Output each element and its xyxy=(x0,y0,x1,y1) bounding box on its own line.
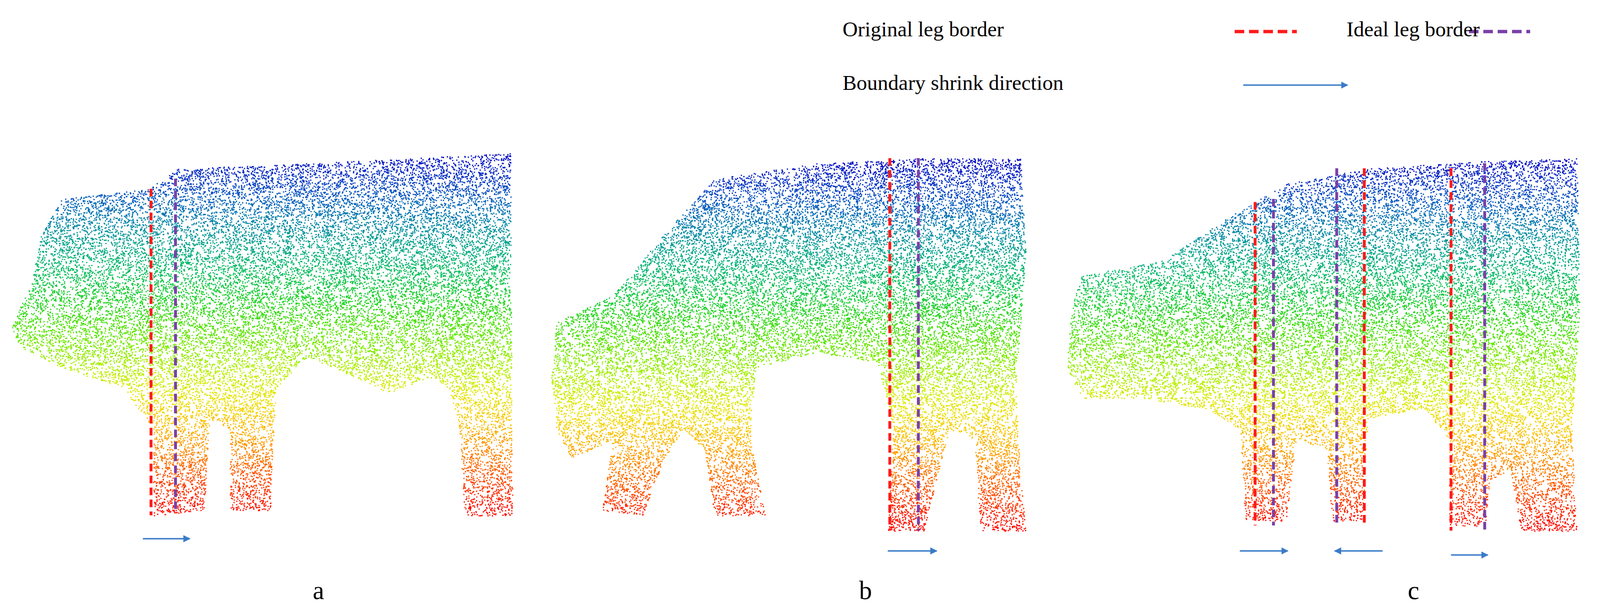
point-band xyxy=(1244,469,1575,493)
point-band xyxy=(606,477,1023,500)
point-band xyxy=(153,486,514,509)
point-band xyxy=(32,350,513,373)
point-band xyxy=(153,501,514,517)
point-band xyxy=(1067,360,1576,384)
point-band xyxy=(1241,438,1573,461)
point-band xyxy=(1240,430,1573,453)
cow-cloud xyxy=(1067,158,1581,532)
point-band xyxy=(35,266,511,289)
point-band xyxy=(1244,477,1574,501)
shrink-arrow xyxy=(142,537,190,540)
shrink-arrow xyxy=(1334,550,1383,552)
point-band xyxy=(1079,383,1575,407)
point-band xyxy=(1244,500,1576,523)
point-band xyxy=(602,493,1025,515)
point-band xyxy=(1172,236,1580,260)
point-band xyxy=(153,471,513,493)
shrink-arrow xyxy=(1450,554,1488,556)
point-band xyxy=(153,448,513,471)
point-band xyxy=(109,380,512,402)
leg-border-line xyxy=(174,178,177,513)
shrink-arrow xyxy=(887,550,937,552)
legend-text: Original leg border xyxy=(842,18,1004,42)
point-band xyxy=(154,493,514,516)
point-band xyxy=(1107,252,1580,275)
point-band xyxy=(617,508,1024,531)
leg-borders xyxy=(151,158,1485,531)
point-band xyxy=(1241,453,1574,477)
point-band xyxy=(153,426,513,449)
leg-border-line xyxy=(888,158,892,531)
point-band xyxy=(664,213,1025,237)
leg-border-line xyxy=(917,158,921,531)
point-band xyxy=(561,430,1019,454)
point-band xyxy=(571,453,1021,477)
legend-text: Boundary shrink direction xyxy=(842,71,1064,95)
point-band xyxy=(644,244,1027,268)
point-band xyxy=(154,463,512,485)
point-band xyxy=(887,516,1027,532)
point-band xyxy=(153,456,513,479)
panel-label: a xyxy=(312,576,325,605)
legend-arrow xyxy=(1243,84,1348,87)
point-band xyxy=(1258,515,1578,533)
point-band xyxy=(556,415,1019,439)
cow-cloud xyxy=(11,153,514,517)
point-band xyxy=(675,205,1025,229)
point-band xyxy=(602,484,1023,508)
point-band xyxy=(554,345,1020,368)
point-band xyxy=(34,252,512,275)
point-band xyxy=(153,433,513,456)
leg-border-line xyxy=(1483,163,1487,531)
leg-border-line xyxy=(149,188,153,516)
point-band xyxy=(606,461,1020,485)
shrink-arrow xyxy=(1239,550,1288,552)
point-band xyxy=(569,445,1020,469)
point-band xyxy=(32,259,510,282)
point-band xyxy=(1067,337,1579,361)
shrink-arrows xyxy=(142,538,1489,556)
point-band xyxy=(1073,283,1579,307)
leg-border-line xyxy=(1449,168,1453,531)
point-band xyxy=(1067,352,1578,376)
leg-border-line xyxy=(1271,198,1275,526)
legend-text: Ideal leg border xyxy=(1346,18,1480,42)
leg-border-line xyxy=(1335,168,1338,526)
point-band xyxy=(606,469,1020,493)
point-band xyxy=(603,283,1023,307)
point-band xyxy=(1231,197,1579,221)
point-band xyxy=(153,478,514,500)
leg-border-line xyxy=(1253,202,1257,526)
cow-point-clouds xyxy=(11,153,1581,532)
point-band xyxy=(568,438,1020,461)
point-band xyxy=(557,314,1022,338)
point-band xyxy=(16,297,512,320)
panel-label: b xyxy=(859,576,873,605)
point-band xyxy=(551,361,1018,384)
point-band xyxy=(1078,267,1580,291)
panel-label: c xyxy=(1407,576,1420,605)
point-band xyxy=(553,383,1017,407)
cow-cloud xyxy=(551,158,1027,532)
leg-border-line xyxy=(1362,168,1366,526)
point-band xyxy=(1070,306,1580,329)
point-band xyxy=(1245,508,1578,531)
point-band xyxy=(127,387,512,410)
point-band xyxy=(554,338,1020,361)
point-band xyxy=(602,500,1025,524)
point-band xyxy=(153,418,513,441)
point-band xyxy=(140,403,512,426)
point-band xyxy=(1242,461,1575,484)
legend-red-dash xyxy=(1234,30,1297,34)
